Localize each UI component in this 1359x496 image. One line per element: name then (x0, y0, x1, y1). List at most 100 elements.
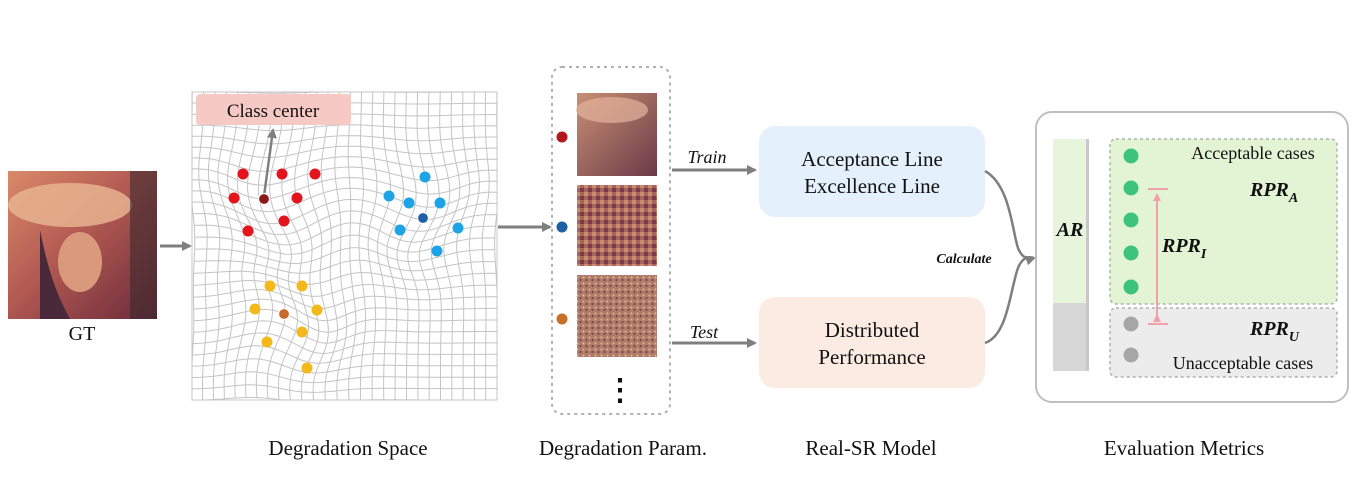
grid-line-vertical (347, 92, 357, 401)
acceptable-label: Acceptable cases (1191, 143, 1314, 163)
grid-line-horizontal (191, 198, 498, 225)
grid-line-vertical (217, 92, 233, 399)
degraded-image-pixelated (577, 185, 657, 266)
cluster-point-red (276, 168, 288, 180)
gt-image (8, 171, 157, 319)
grid-line-vertical (456, 91, 471, 400)
grid-line-vertical (367, 91, 378, 400)
degradation-param-box (551, 66, 671, 415)
class-center-tag (196, 94, 351, 125)
grid-line-vertical (307, 92, 329, 401)
grid-line-vertical (430, 92, 451, 400)
curve-bottom-to-eval (984, 256, 1035, 345)
caption-evaluation-metrics: Evaluation Metrics (1104, 436, 1264, 460)
cluster-point-blue (419, 171, 431, 183)
grid-line-vertical (226, 92, 247, 399)
ar-bar-green (1053, 139, 1086, 303)
rpr-a-label: RPRA (1249, 179, 1298, 206)
cluster-point-blue (394, 224, 406, 236)
grid-line-horizontal (194, 247, 495, 265)
param-dot-blue (555, 220, 569, 234)
caption-real-sr-model: Real-SR Model (805, 436, 936, 460)
grid-line-vertical (358, 91, 367, 401)
class-center-point-red (257, 192, 271, 206)
test-label: Test (690, 322, 719, 342)
grid-line-vertical (334, 92, 348, 401)
acceptable-case-point (1123, 148, 1139, 164)
grid-line-vertical (257, 93, 286, 399)
class-center-point-yellow (277, 307, 291, 321)
cluster-point-yellow (301, 362, 313, 374)
unacceptable-region (1109, 307, 1338, 378)
grid-line-horizontal (191, 384, 497, 393)
grid-line-horizontal (191, 156, 498, 172)
unacceptable-case-point (1123, 316, 1139, 332)
grid-line-horizontal (192, 210, 497, 236)
grid-line-vertical (236, 92, 260, 398)
grid-line-horizontal (193, 270, 497, 285)
caption-degradation-param: Degradation Param. (539, 436, 707, 460)
unacceptable-label: Unacceptable cases (1173, 353, 1313, 373)
grid-line-vertical (269, 93, 298, 400)
grid-line-horizontal (191, 135, 497, 145)
rpr-i-label: RPRI (1161, 235, 1207, 262)
acceptance-line-label: Acceptance Line (801, 147, 943, 171)
cluster-points (228, 168, 464, 374)
grid-line-vertical (294, 92, 320, 401)
cluster-point-red (228, 192, 240, 204)
cluster-point-yellow (261, 336, 273, 348)
cluster-point-red (291, 192, 303, 204)
grid-line-horizontal (193, 332, 497, 355)
grid-line-vertical (494, 92, 498, 400)
gt-label: GT (69, 323, 96, 345)
grid-line-horizontal (191, 358, 497, 374)
cluster-point-yellow (249, 303, 261, 315)
grid-line-vertical (281, 92, 310, 401)
ar-bar-shadow (1086, 139, 1089, 371)
cluster-point-red (309, 168, 321, 180)
grid-line-horizontal (191, 177, 498, 200)
distributed-label: Distributed (825, 318, 920, 342)
class-center-pointer (262, 128, 277, 197)
grid-line-vertical (376, 91, 392, 400)
acceptable-case-point (1123, 212, 1139, 228)
class-center-point-blue (416, 211, 430, 225)
rpr-u-label: RPRU (1249, 318, 1300, 345)
ar-bar-grey (1053, 303, 1086, 371)
grid-line-vertical (386, 92, 405, 400)
cluster-point-blue (452, 222, 464, 234)
grid-line-vertical (191, 92, 196, 400)
grid-line-horizontal (193, 289, 497, 310)
cluster-point-blue (434, 197, 446, 209)
grid-line-horizontal (192, 345, 497, 364)
class-center-label: Class center (227, 101, 320, 122)
cluster-point-yellow (296, 280, 308, 292)
ar-label: AR (1055, 219, 1084, 241)
train-label: Train (687, 147, 726, 167)
grid-line-horizontal (193, 298, 497, 322)
performance-box (759, 297, 985, 388)
evaluation-points (1123, 148, 1139, 363)
grid-line-vertical (396, 92, 417, 400)
grid-line-vertical (320, 92, 339, 401)
grid-line-horizontal (193, 320, 497, 344)
calculate-label: Calculate (936, 252, 991, 267)
cluster-point-blue (431, 245, 443, 257)
degraded-image-blur (576, 93, 657, 176)
caption-degradation-space: Degradation Space (268, 436, 427, 460)
cluster-point-red (237, 168, 249, 180)
param-ellipsis: ⋮ (605, 374, 635, 407)
grid-line-horizontal (192, 396, 497, 401)
acceptable-region (1109, 138, 1338, 305)
grid-line-horizontal (191, 371, 497, 384)
degraded-image-noisy (577, 275, 657, 357)
cluster-point-yellow (264, 280, 276, 292)
param-dot-red (555, 130, 569, 144)
param-dot-orange (555, 312, 569, 326)
curve-top-to-eval (984, 169, 1036, 266)
grid-line-horizontal (191, 166, 498, 186)
grid-line-vertical (198, 92, 208, 401)
acceptance-box (759, 126, 985, 217)
cluster-point-blue (383, 190, 395, 202)
